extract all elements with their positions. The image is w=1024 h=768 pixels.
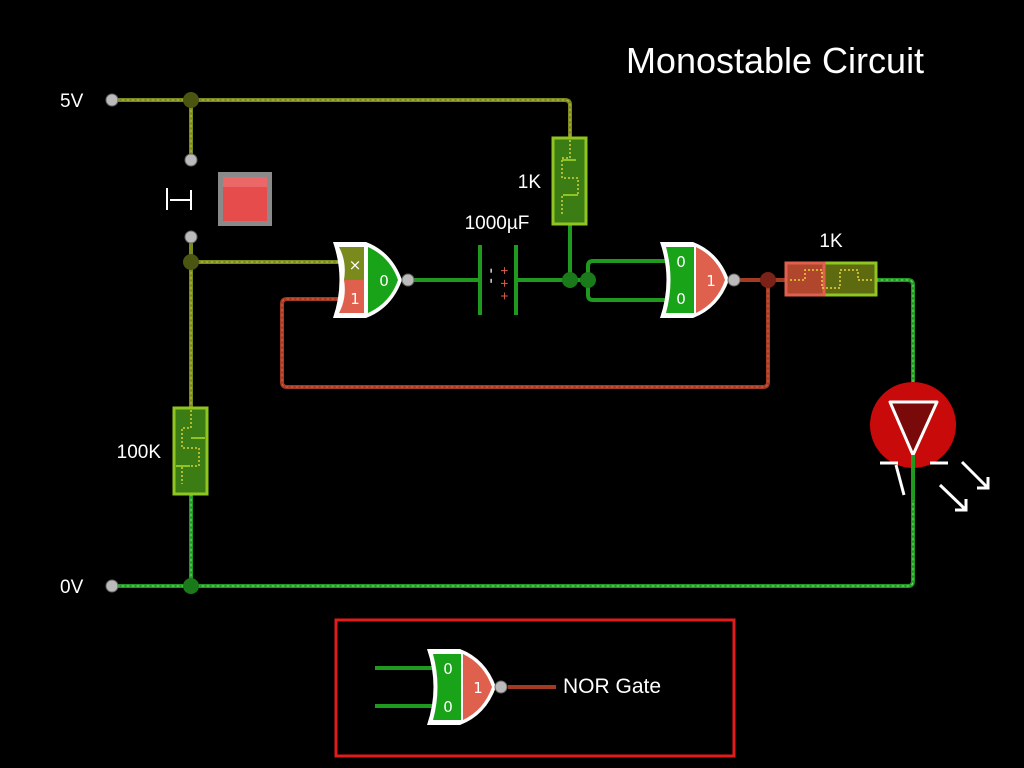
wires	[110, 98, 915, 588]
junction-cap	[562, 272, 578, 288]
label-1k-led: 1K	[819, 231, 843, 252]
junction-5v	[183, 92, 199, 108]
legend-gate-in-bottom: 0	[443, 698, 453, 716]
resistor-1k-led[interactable]	[784, 261, 878, 297]
legend: 0 0 1 NOR Gate	[334, 618, 736, 758]
led[interactable]	[870, 382, 956, 500]
gate1-in-bottom: 1	[350, 290, 360, 308]
wire-1k-led	[874, 278, 915, 402]
push-switch[interactable]	[166, 153, 198, 244]
nor-gate-2[interactable]: 0 0 1	[660, 242, 741, 318]
gate2-in-bottom: 0	[676, 290, 686, 308]
nor-gate-1[interactable]: × 1 0	[333, 242, 415, 318]
resistor-1k-pull[interactable]	[551, 136, 588, 226]
gate1-in-top: ×	[349, 256, 362, 274]
wire-5v-rail	[110, 98, 572, 142]
cap-plus: + + +	[498, 266, 511, 301]
legend-nor-gate: 0 0 1	[427, 649, 508, 725]
label-100k: 100K	[117, 442, 162, 463]
push-button[interactable]	[218, 172, 272, 226]
label-0v: 0V	[60, 577, 84, 598]
label-1k-pull: 1K	[518, 172, 542, 193]
terminal-5v[interactable]	[105, 93, 119, 107]
gate2-in-top: 0	[676, 253, 686, 271]
legend-label: NOR Gate	[563, 675, 661, 698]
cap-minus: - -	[483, 268, 501, 284]
light-arrows-icon	[938, 460, 990, 512]
legend-gate-in-top: 0	[443, 660, 453, 678]
legend-gate-out: 1	[473, 679, 483, 697]
label-5v: 5V	[60, 91, 84, 112]
junction-gate2	[580, 272, 596, 288]
junction-feedback	[760, 272, 776, 288]
page-title: Monostable Circuit	[626, 40, 924, 81]
resistor-100k[interactable]	[172, 406, 209, 496]
label-1000uf: 1000µF	[465, 213, 530, 234]
terminal-0v[interactable]	[105, 579, 119, 593]
gate2-out: 1	[706, 272, 716, 290]
junction-switch	[183, 254, 199, 270]
capacitor-1000uf[interactable]: - - + + +	[478, 245, 518, 315]
junction-ground	[183, 578, 199, 594]
gate1-out: 0	[379, 272, 389, 290]
wire-0v-rail	[110, 494, 915, 588]
wire-gate2-in	[586, 259, 667, 302]
